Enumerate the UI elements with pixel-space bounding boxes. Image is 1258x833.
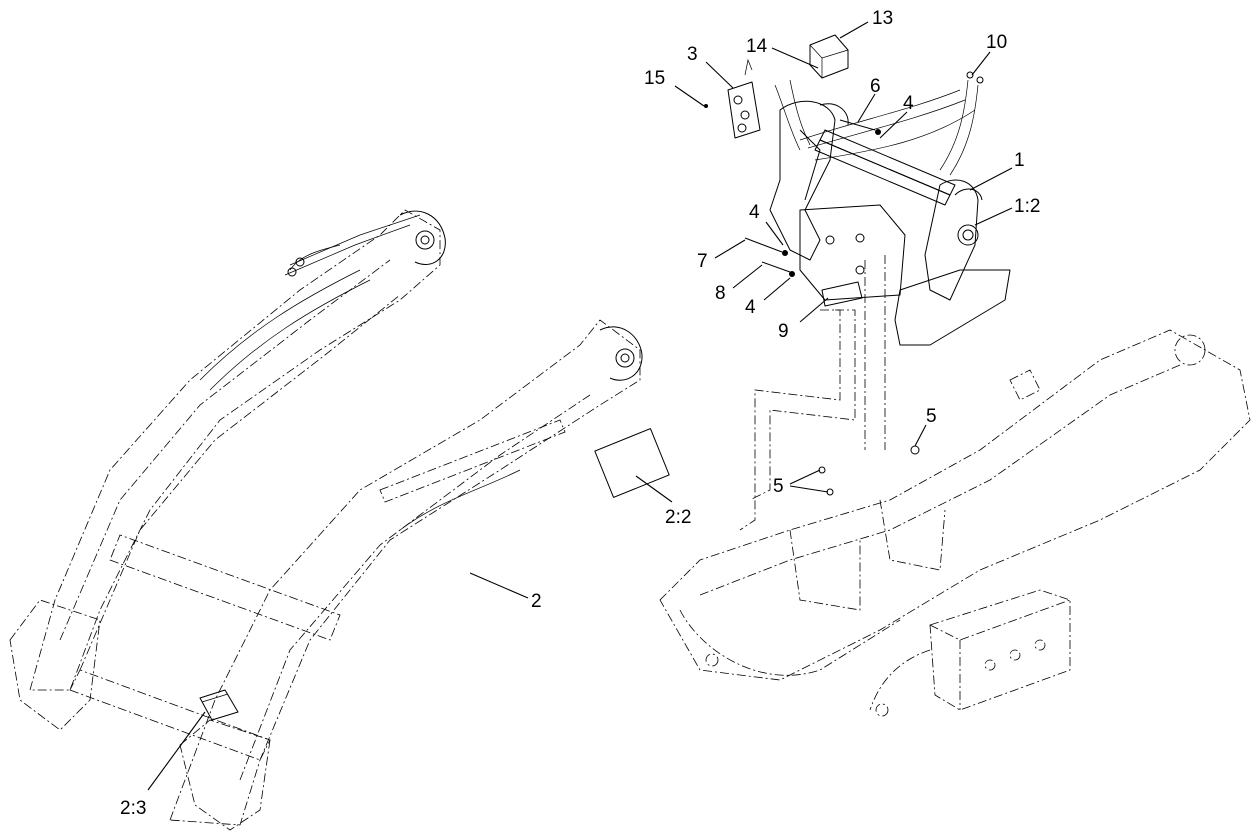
bracket-9 [821, 281, 863, 307]
callout-2: 2 [531, 591, 542, 612]
switch-box-13 [809, 34, 849, 79]
bolt-7 [744, 237, 783, 253]
callout-4-low: 4 [745, 297, 756, 318]
mounting-bracket-assembly [704, 34, 1011, 346]
callout-1: 1 [1014, 150, 1025, 171]
decal-2-3 [199, 689, 239, 721]
callout-5-left: 5 [773, 476, 784, 497]
alignment-lines [739, 255, 886, 531]
callout-10: 10 [986, 32, 1007, 53]
nut-5a [910, 445, 920, 455]
callout-8: 8 [715, 283, 726, 304]
callout-4-top: 4 [903, 93, 914, 114]
callout-13: 13 [872, 8, 893, 29]
callouts: 13 14 3 15 10 6 4 1 1:2 4 7 8 4 [120, 8, 1040, 819]
callout-4-mid: 4 [749, 202, 760, 223]
callout-7: 7 [697, 251, 708, 272]
callout-2-3: 2:3 [120, 798, 146, 819]
bolt-8 [761, 261, 791, 273]
callout-5-right: 5 [926, 406, 937, 427]
callout-6: 6 [870, 76, 881, 97]
callout-9: 9 [778, 321, 789, 342]
loader-arm-assembly [9, 209, 670, 831]
callout-3: 3 [687, 44, 698, 65]
valve-3 [727, 81, 761, 139]
tractor-frame [659, 329, 1251, 717]
decal-2-2 [594, 428, 670, 498]
callout-15: 15 [644, 68, 665, 89]
bolt-6 [839, 119, 876, 131]
callout-2-2: 2:2 [665, 507, 691, 528]
valve-block [929, 589, 1071, 711]
callout-14: 14 [746, 36, 768, 57]
callout-1-2: 1:2 [1014, 196, 1040, 217]
